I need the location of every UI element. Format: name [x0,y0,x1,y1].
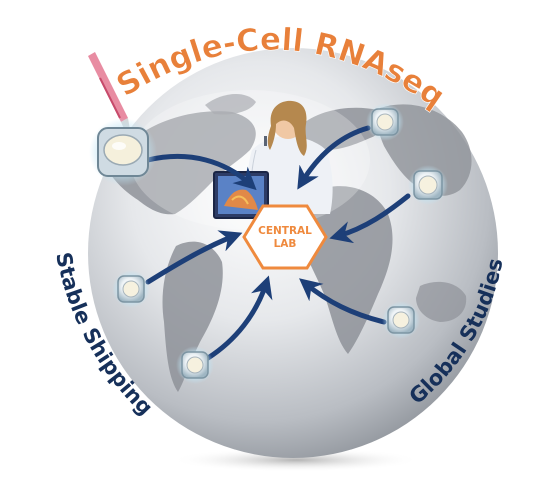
flow-arrow [329,193,411,244]
flow-arrows [145,125,411,361]
sample-vial-icon [176,346,214,384]
flow-arrow [205,275,273,361]
large-sample-vial-icon [89,118,157,186]
ground-shadow [171,448,421,472]
central-lab-label-line2: LAB [274,238,297,250]
central-lab-hexagon: CENTRAL LAB [242,204,328,270]
central-lab-label-line1: CENTRAL [258,225,312,237]
flow-arrow [145,230,243,285]
sample-vial-icon [112,270,150,308]
sample-vial-icon [408,165,448,205]
flow-arrow [299,278,387,325]
sample-vial-icon [382,301,420,339]
flow-arrow [297,125,371,190]
sample-vial-icon [366,103,404,141]
flow-arrow [145,153,257,191]
